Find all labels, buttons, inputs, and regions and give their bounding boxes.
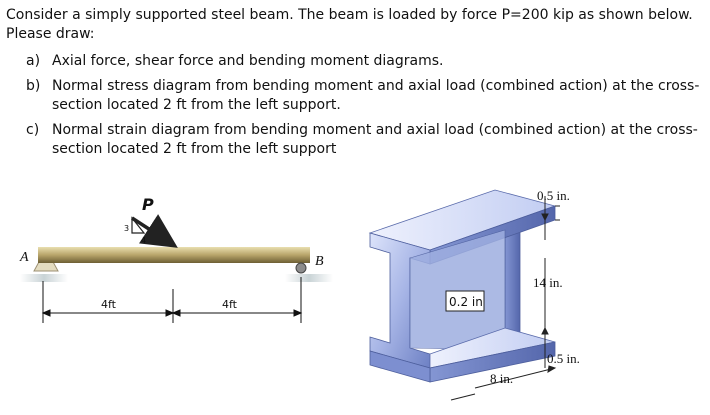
support-b-label: B (315, 254, 324, 269)
load-arrow (131, 214, 178, 248)
task-letter: a) (26, 53, 41, 69)
slope-triangle (131, 216, 146, 234)
problem-intro: Consider a simply supported steel beam. … (6, 7, 693, 42)
flange-width-label: 8 in. (490, 371, 513, 386)
i-beam-body (368, 189, 557, 383)
beam-figure: A B P 3 4 4ft 4ft (19, 195, 333, 323)
task-letter: c) (26, 122, 40, 138)
load-p: P 3 4 (124, 195, 178, 248)
depth-label: 14 in. (533, 275, 563, 290)
dim-right-label: 4ft (222, 298, 238, 311)
task-text: Normal strain diagram from bending momen… (52, 122, 698, 157)
i-beam-section-figure: 0.5 in. 14 in. 0.2 in 0.5 in. 8 in. (368, 188, 580, 401)
task-item-c: c) Normal strain diagram from bending mo… (6, 121, 706, 159)
task-list: a) Axial force, shear force and bending … (6, 52, 706, 159)
roller-support-b (295, 262, 307, 274)
flange-thickness-top-label: 0.5 in. (537, 188, 570, 203)
web-thickness-label: 0.2 in (449, 295, 483, 309)
task-item-a: a) Axial force, shear force and bending … (6, 52, 706, 71)
ground-right (285, 274, 333, 282)
task-text: Normal stress diagram from bending momen… (52, 78, 700, 113)
problem-statement: Consider a simply supported steel beam. … (6, 6, 706, 165)
section-dimensions (450, 196, 560, 401)
dim-left-label: 4ft (101, 298, 117, 311)
task-text: Axial force, shear force and bending mom… (52, 53, 444, 69)
ground-left (20, 274, 68, 282)
beam (38, 247, 310, 263)
task-item-b: b) Normal stress diagram from bending mo… (6, 77, 706, 115)
slope-rise-label: 3 (124, 224, 129, 233)
task-letter: b) (26, 78, 41, 94)
slope-run-label: 4 (141, 236, 146, 245)
web-thickness-box: 0.2 in (445, 290, 485, 312)
load-label: P (142, 195, 154, 214)
flange-thickness-bottom-label: 0.5 in. (547, 351, 580, 366)
dimension-lines (41, 277, 303, 323)
support-a-label: A (19, 250, 29, 265)
